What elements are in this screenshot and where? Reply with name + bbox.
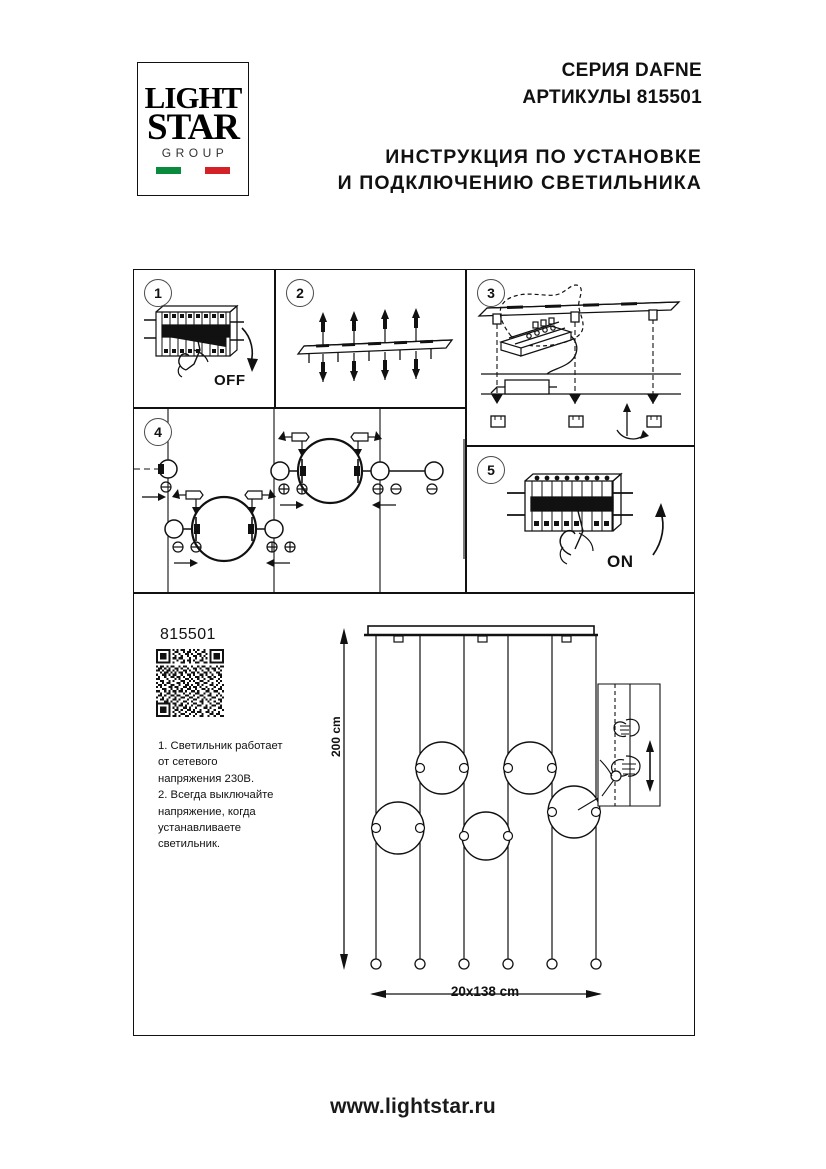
logo-text-light: LIGHT <box>144 80 243 115</box>
step-panel-2: 2 <box>275 269 466 408</box>
step-2-illustration <box>296 308 454 382</box>
height-dimension-label: 200 cm <box>329 716 343 757</box>
series-name: СЕРИЯ DAFNE <box>561 60 702 81</box>
qr-code <box>156 649 224 717</box>
step-panel-3: 3 <box>466 269 695 446</box>
brand-logo: LIGHT STAR GROUP <box>137 62 249 196</box>
step-1-illustration <box>144 304 258 378</box>
step-number-5: 5 <box>477 456 505 484</box>
logo-text-group: GROUP <box>161 146 229 160</box>
product-dimension-diagram <box>340 625 661 998</box>
installation-steps-grid: 1 <box>133 269 695 594</box>
page-title-line-2: И ПОДКЛЮЧЕНИЮ СВЕТИЛЬНИКА <box>337 172 702 194</box>
page-title-line-1: ИНСТРУКЦИЯ ПО УСТАНОВКЕ <box>385 146 702 168</box>
step-number-4: 4 <box>144 418 172 446</box>
step-number-2: 2 <box>286 279 314 307</box>
step-number-1: 1 <box>144 279 172 307</box>
step-4-illustration <box>134 409 465 594</box>
step-1-label-off: OFF <box>214 372 246 389</box>
step-panel-4: 4 <box>133 408 466 594</box>
step-panel-5: 5 <box>466 446 695 593</box>
italian-flag-icon <box>156 167 231 174</box>
width-dimension-label: 20x138 cm <box>450 984 520 999</box>
product-code: 815501 <box>160 626 216 643</box>
logo-text-star: STAR <box>147 107 240 148</box>
step-3-illustration <box>477 284 681 440</box>
footer-website: www.lightstar.ru <box>330 1095 496 1118</box>
article-number: АРТИКУЛЫ 815501 <box>522 87 702 108</box>
step-5-illustration <box>507 472 666 565</box>
step-number-3: 3 <box>477 279 505 307</box>
step-panel-1: 1 <box>133 269 275 408</box>
step-5-label-on: ON <box>607 552 634 571</box>
safety-notes: 1. Светильник работает от сетевого напря… <box>158 740 283 851</box>
